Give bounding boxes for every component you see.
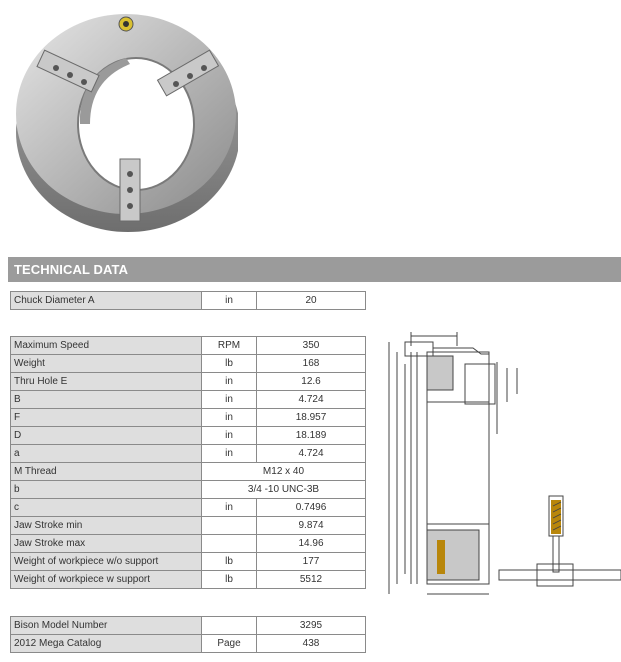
row-value: 4.724 (256, 444, 366, 463)
row-unit: in (201, 426, 257, 445)
row-value: 438 (256, 634, 366, 653)
row-label: Weight of workpiece w/o support (10, 552, 202, 571)
row-label: 2012 Mega Catalog (10, 634, 202, 653)
row-value: 350 (256, 336, 366, 355)
row-value: 177 (256, 552, 366, 571)
row-label: Jaw Stroke max (10, 534, 202, 553)
row-label: Weight of workpiece w support (10, 570, 202, 589)
row-unit: in (201, 390, 257, 409)
row-unit: lb (201, 552, 257, 571)
table-row: Weight lb 168 (10, 354, 366, 373)
row-label: Weight (10, 354, 202, 373)
row-unit: RPM (201, 336, 257, 355)
row-value: 3/4 -10 UNC-3B (201, 480, 366, 499)
row-value: 168 (256, 354, 366, 373)
row-value: 18.189 (256, 426, 366, 445)
row-label: M Thread (10, 462, 202, 481)
section-title: TECHNICAL DATA (14, 262, 129, 277)
row-value: 0.7496 (256, 498, 366, 517)
table-row: Weight of workpiece w/o support lb 177 (10, 552, 366, 571)
table-row: M Thread M12 x 40 (10, 462, 366, 481)
row-label: a (10, 444, 202, 463)
row-value: 18.957 (256, 408, 366, 427)
table-row: 2012 Mega Catalog Page 438 (10, 634, 366, 653)
row-value: 3295 (256, 616, 366, 635)
row-label: Jaw Stroke min (10, 516, 202, 535)
row-label: b (10, 480, 202, 499)
row-unit: in (201, 291, 257, 310)
row-unit: in (201, 372, 257, 391)
table-row: Chuck Diameter A in 20 (10, 291, 366, 310)
row-value: 20 (256, 291, 366, 310)
specifications-table: Maximum Speed RPM 350 Weight lb 168 Thru… (10, 336, 366, 589)
row-label: B (10, 390, 202, 409)
table-row: Maximum Speed RPM 350 (10, 336, 366, 355)
table-row: Jaw Stroke max 14.96 (10, 534, 366, 553)
chuck-photo (16, 14, 238, 232)
row-value: M12 x 40 (201, 462, 366, 481)
table-row: F in 18.957 (10, 408, 366, 427)
row-label: D (10, 426, 202, 445)
table-row: b 3/4 -10 UNC-3B (10, 480, 366, 499)
table-row: a in 4.724 (10, 444, 366, 463)
row-label: c (10, 498, 202, 517)
row-label: Chuck Diameter A (10, 291, 202, 310)
technical-data-header: TECHNICAL DATA (8, 257, 621, 282)
cross-section-drawing (388, 332, 621, 595)
row-label: Thru Hole E (10, 372, 202, 391)
table-row: B in 4.724 (10, 390, 366, 409)
row-unit (201, 516, 257, 535)
row-unit: lb (201, 354, 257, 373)
row-label: F (10, 408, 202, 427)
row-unit (201, 534, 257, 553)
row-label: Bison Model Number (10, 616, 202, 635)
row-value: 14.96 (256, 534, 366, 553)
row-value: 9.874 (256, 516, 366, 535)
row-unit: in (201, 408, 257, 427)
catalog-table: Bison Model Number 3295 2012 Mega Catalo… (10, 616, 366, 653)
row-unit: lb (201, 570, 257, 589)
chuck-diameter-table: Chuck Diameter A in 20 (10, 291, 366, 310)
row-unit: Page (201, 634, 257, 653)
table-row: c in 0.7496 (10, 498, 366, 517)
row-value: 5512 (256, 570, 366, 589)
table-row: D in 18.189 (10, 426, 366, 445)
table-row: Weight of workpiece w support lb 5512 (10, 570, 366, 589)
row-unit: in (201, 498, 257, 517)
table-row: Jaw Stroke min 9.874 (10, 516, 366, 535)
row-value: 12.6 (256, 372, 366, 391)
row-unit (201, 616, 257, 635)
row-label: Maximum Speed (10, 336, 202, 355)
table-row: Bison Model Number 3295 (10, 616, 366, 635)
row-value: 4.724 (256, 390, 366, 409)
row-unit: in (201, 444, 257, 463)
table-row: Thru Hole E in 12.6 (10, 372, 366, 391)
